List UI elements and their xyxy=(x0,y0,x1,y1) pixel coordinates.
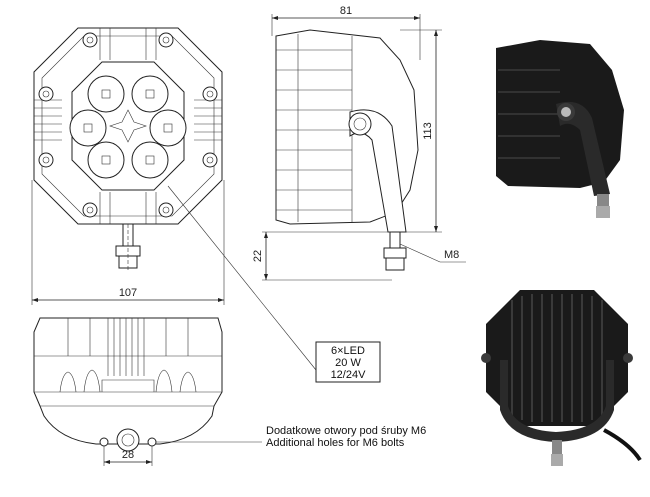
mounting-holes xyxy=(38,32,218,218)
spec-led: 6×LED xyxy=(331,345,365,357)
dim-label-113: 113 xyxy=(422,122,434,140)
m8-callout: M8 xyxy=(399,243,466,263)
note-english: Additional holes for M6 bolts xyxy=(266,437,405,449)
product-photo-back xyxy=(481,290,642,466)
dim-label-22: 22 xyxy=(252,250,264,262)
side-view xyxy=(275,29,419,271)
front-view xyxy=(33,27,223,270)
led-reflectors xyxy=(69,75,187,179)
dim-label-107: 107 xyxy=(119,287,137,299)
m8-label: M8 xyxy=(444,249,459,261)
product-photo-side xyxy=(496,40,624,218)
dim-28: 28 xyxy=(103,446,153,466)
dim-113: 113 xyxy=(400,29,442,233)
dim-81: 81 xyxy=(271,5,421,60)
dim-label-28: 28 xyxy=(122,449,134,461)
dim-label-81: 81 xyxy=(340,5,352,17)
spec-power: 20 W xyxy=(335,357,361,369)
spec-callout xyxy=(167,185,381,383)
spec-voltage: 12/24V xyxy=(331,369,367,381)
bottom-view xyxy=(33,317,223,452)
note-polish: Dodatkowe otwory pod śruby M6 xyxy=(266,425,426,437)
dim-22: 22 xyxy=(252,231,392,281)
dim-107: 107 xyxy=(31,180,225,305)
